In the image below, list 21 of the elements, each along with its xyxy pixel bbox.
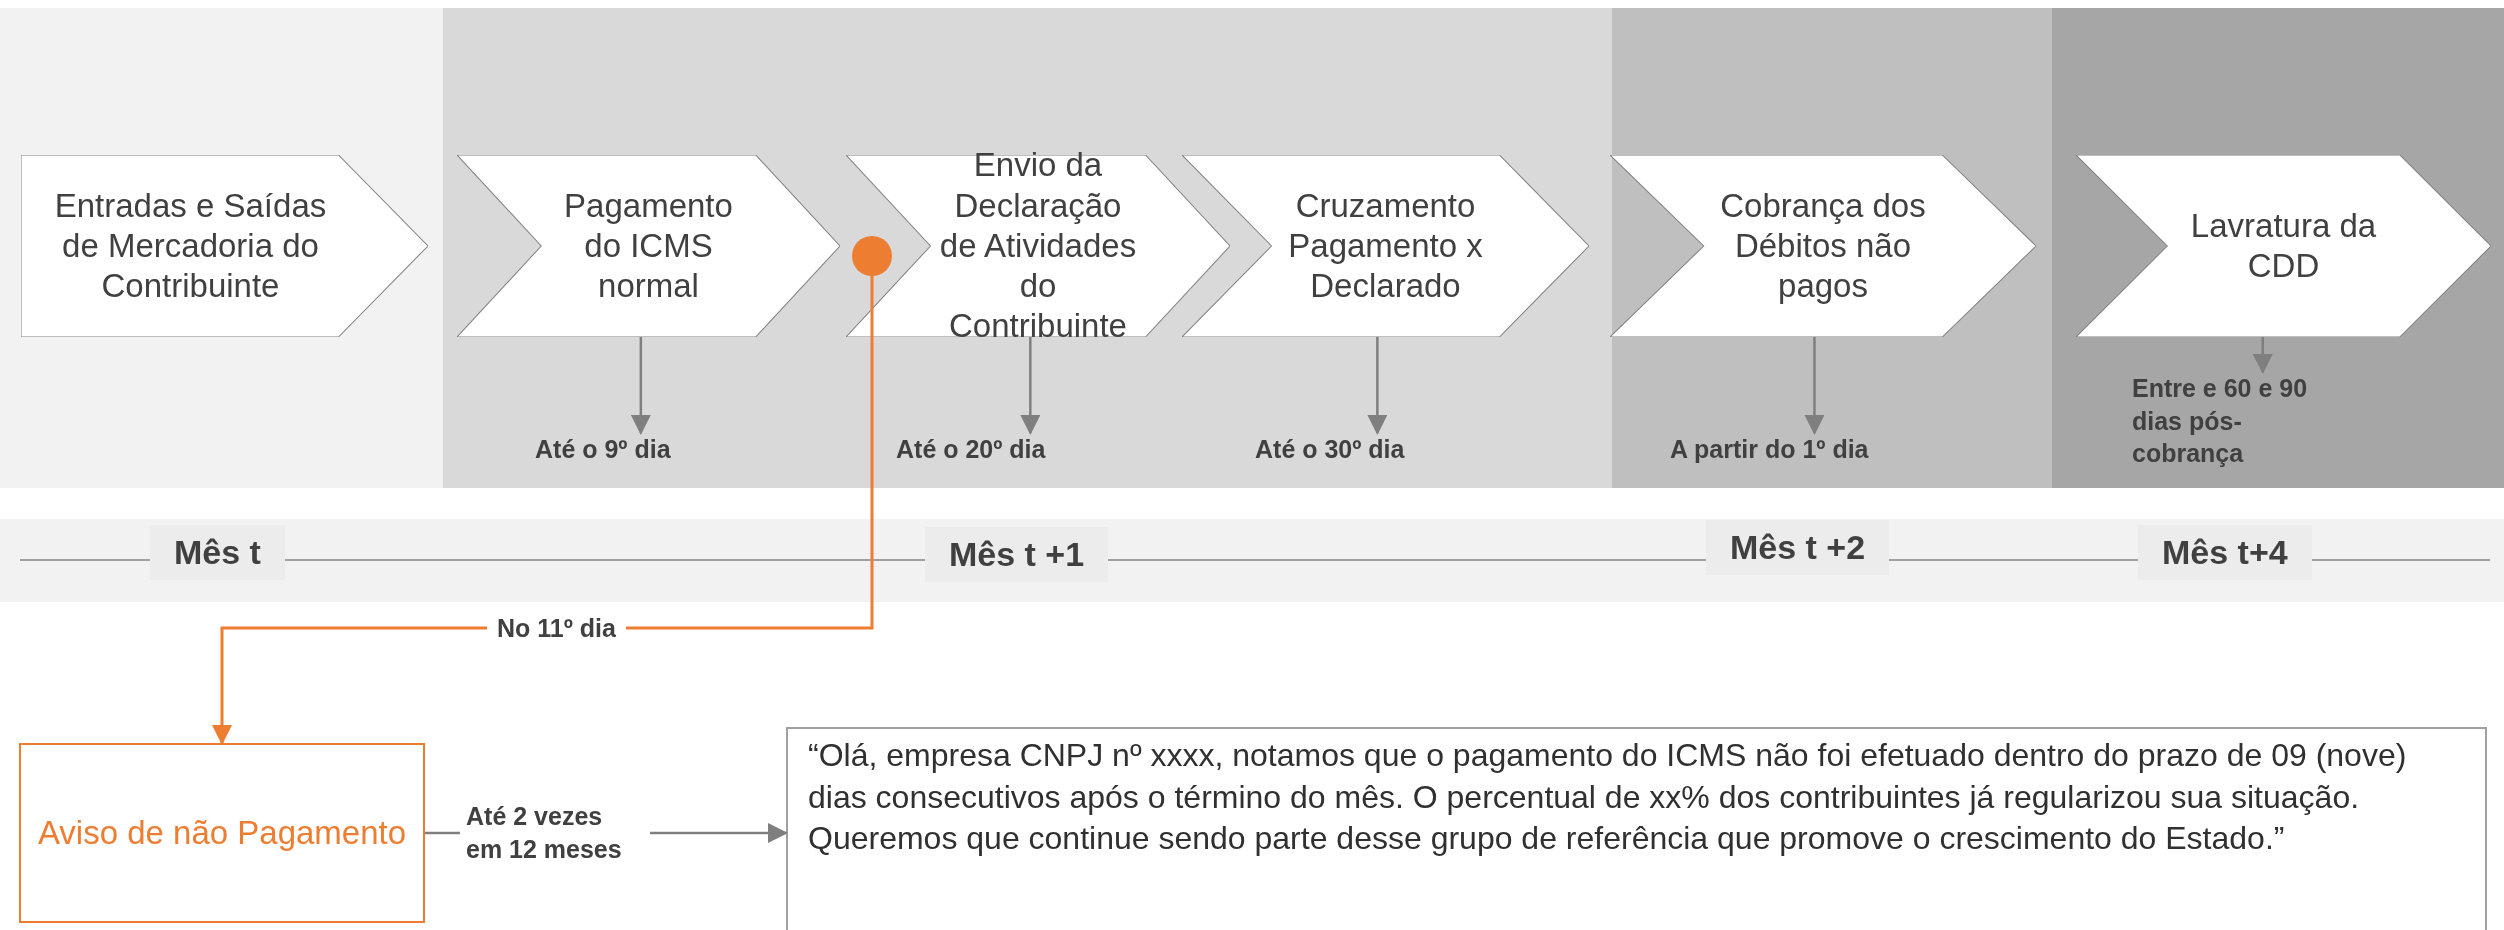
month-label: Mês t (150, 525, 285, 580)
chevron-step: Lavratura da CDD (2076, 155, 2491, 337)
deadline-text: Até o 30º dia (1255, 433, 1455, 469)
month-label: Mês t +1 (925, 527, 1109, 582)
arrow (1367, 337, 1388, 435)
chevron-step: Cobrança dos Débitos não pagos (1610, 155, 2036, 337)
month-label: Mês t+4 (2138, 525, 2312, 580)
chevron-step: Cruzamento Pagamento x Declarado (1182, 155, 1589, 337)
chevron-step: Entradas e Saídas de Mercadoria do Contribuinte (21, 155, 428, 337)
deadline-text: Até o 9º dia (535, 433, 735, 469)
arrow (1804, 337, 1825, 435)
deadline-text: A partir do 1º dia (1670, 433, 1930, 469)
chevron-step: Pagamento do ICMS normal (457, 155, 840, 337)
deadline-text: Até o 20º dia (896, 433, 1096, 469)
arrow (2252, 337, 2273, 374)
arrow (1020, 337, 1041, 435)
month-label: Mês t +2 (1706, 520, 1890, 575)
arrow (630, 337, 651, 435)
alert-box: Aviso de não Pagamento (19, 743, 425, 923)
deadline-text: Entre e 60 e 90 dias pós-cobrança (2132, 372, 2352, 476)
message-box: “Olá, empresa CNPJ nº xxxx, notamos que o pagamento do ICMS não foi efetuado dentro do prazo de 09 (nove) dias consecutivos após o término do mês. O percentual de xx% dos contribuintes já regularizou sua situação. Queremos que continue sendo parte desse grupo de referência que promove o crescimento do Estado.” (786, 727, 2487, 930)
